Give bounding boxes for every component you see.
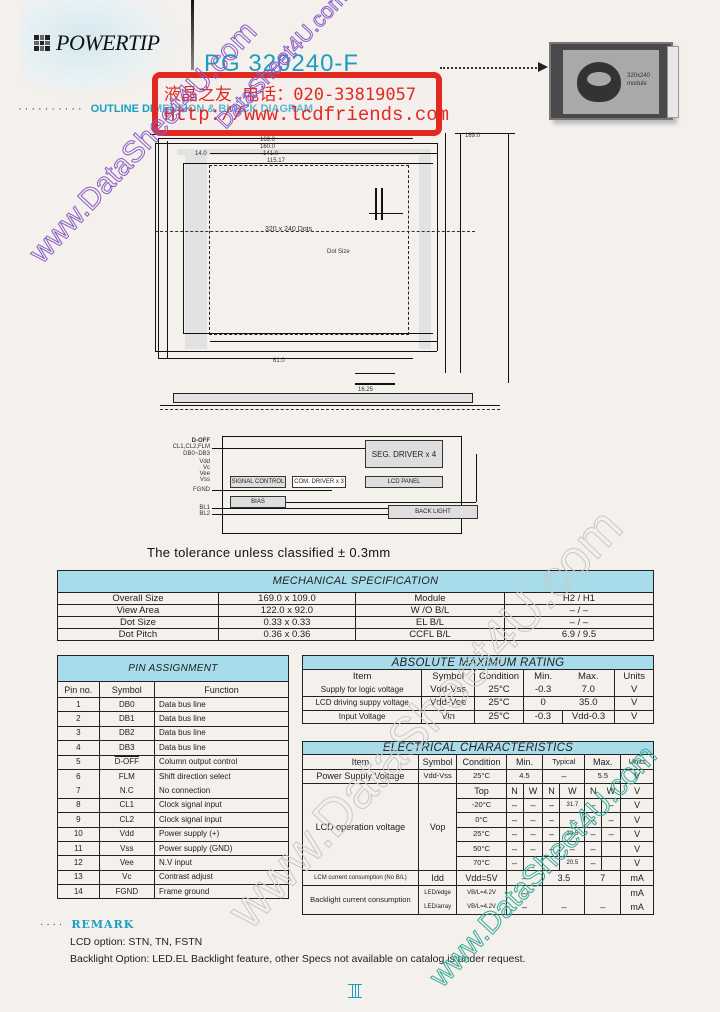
subtitle-text: OUTLINE DIMENSION & BLOCK DIAGRAM (90, 103, 314, 115)
absolute-max-rating-table: ABSOLUTE MAXIMUM RATING Item Symbol Cond… (301, 655, 654, 724)
signal-label: Vee (199, 471, 210, 477)
header-divider (191, 0, 194, 70)
table-title: MECHANICAL SPECIFICATION (57, 570, 654, 593)
remark-title: REMARK (71, 918, 135, 931)
table-row: Input Voltage Vin 25°C -0.3 Vdd-0.3 V (301, 709, 654, 724)
table-row: Supply for logic voltage Vdd-Vss 25°C -0… (301, 683, 654, 697)
lcd-panel-block: LCD PANEL (365, 476, 443, 488)
table-header-row: Item Symbol Condition Min. Typical Max. … (302, 754, 654, 770)
signal-label: DB0~DB3 (183, 451, 210, 457)
signal-control-block: SIGNAL CONTROL (230, 476, 286, 488)
backlight-block: BACK LIGHT (388, 505, 478, 519)
table-row: LED/array VB/L=4.2V – – – mA (303, 899, 654, 915)
dot-size-label: Dot Size (327, 249, 350, 255)
stamp-url-link[interactable]: Http://www.lcdfriends.com (164, 104, 450, 126)
logo-grid-icon (34, 35, 50, 51)
table-row: LCD operation voltage Vop Top N W N W N … (302, 783, 654, 871)
signal-label: Vss (199, 477, 210, 483)
signal-label: D-OFF (191, 438, 210, 444)
tolerance-note: The tolerance unless classified ± 0.3mm (147, 545, 391, 560)
dim-label: 115.17 (267, 158, 285, 164)
signal-label: BL2 (199, 511, 210, 517)
lcd-module-photo: 320x240 module (549, 42, 679, 120)
bias-block: BIAS (230, 496, 286, 508)
table-header-row: Pin no. Symbol Function (57, 681, 289, 698)
table-row: 50°C – – – – – V (303, 841, 654, 857)
signal-label: Vdd (199, 459, 210, 465)
table-title: ELECTRICAL CHARACTERISTICS (302, 741, 654, 755)
dim-label: 141.0 (263, 151, 279, 157)
frog-graphic-icon (577, 62, 621, 102)
dotted-leader (440, 67, 540, 69)
signal-label: FGND (193, 487, 210, 493)
stamp-phone: 液晶之友 电话：020-33819057 (164, 85, 417, 105)
arrow-right-icon (538, 62, 548, 72)
table-row: LCD driving suppy voltage Vdd-Vee 25°C 0… (301, 696, 654, 711)
dim-label: 169.0 (465, 133, 481, 139)
brand-logo: POWERTIP (34, 30, 160, 56)
dim-label: 169.0 (260, 137, 276, 143)
module-boundary (222, 436, 462, 534)
table-row: LCM current consumption (No B/L) Idd Vdd… (302, 870, 654, 886)
table-row: 25°C – – – 24.5 – – V (303, 826, 654, 842)
dotted-leader: ···· (40, 919, 66, 930)
table-title: ABSOLUTE MAXIMUM RATING (302, 655, 654, 670)
dot-count-label: 320 x 240 Dots (265, 226, 313, 233)
lcd-screen: 320x240 module (563, 50, 659, 114)
remark-line: Backlight Option: LED.EL Backlight featu… (70, 953, 526, 965)
table-row: Backlight current consumption LED/edge V… (302, 884, 654, 915)
outline-dimension-drawing: 320 x 240 Dots Dot Size 169.0 160.0 141.… (150, 133, 525, 410)
table-row: Dot Pitch 0.36 x 0.36 CCFL B/L 6.9 / 9.5 (57, 628, 655, 641)
dim-label: 160.0 (260, 144, 276, 150)
table-row: 70°C – 20.5 – V (303, 855, 654, 871)
page-marker-icon (340, 984, 370, 998)
dim-label: 61.0 (273, 358, 285, 364)
table-row: Dot Size 0.33 x 0.33 EL B/L – / – (57, 616, 655, 629)
block-diagram: D-OFF CL1,CL2,FLM DB0~DB3 Vdd Vc Vee Vss… (173, 430, 480, 540)
signal-label: CL1,CL2,FLM (172, 444, 210, 450)
table-row: Power Supply Voltage Vdd-Vss 25°C 4.5 – … (302, 768, 654, 784)
electrical-characteristics-table: ELECTRICAL CHARACTERISTICS Item Symbol C… (302, 741, 654, 915)
signal-label: Vc (202, 465, 210, 471)
photo-caption: 320x240 module (627, 73, 651, 87)
table-row: Overall Size 169.0 x 109.0 Module H2 / H… (57, 592, 655, 605)
lcd-connector-strip (667, 46, 679, 118)
com-driver-block: COM. DRIVER x 3 (292, 476, 346, 488)
remark-line: LCD option: STN, TN, FSTN (70, 936, 203, 948)
contact-stamp (152, 72, 442, 136)
remark-heading: ···· REMARK (40, 918, 134, 931)
mechanical-spec-table: MECHANICAL SPECIFICATION Overall Size 16… (57, 570, 655, 641)
section-subtitle: ·········· OUTLINE DIMENSION & BLOCK DIA… (18, 103, 313, 115)
dotted-leader: ·········· (18, 103, 85, 115)
table-header-row: Item Symbol Condition Min. Max. Units (301, 669, 654, 683)
brand-name: POWERTIP (56, 30, 160, 55)
table-row: View Area 122.0 x 92.0 W /O B/L – / – (57, 604, 655, 617)
pin-assignment-table: PIN ASSIGNMENT Pin no. Symbol Function 1… (57, 655, 289, 900)
dim-label: 16.25 (358, 387, 374, 393)
dim-label: 14.0 (195, 151, 207, 157)
table-title: PIN ASSIGNMENT (57, 655, 289, 682)
seg-driver-block: SEG. DRIVER x 4 (365, 440, 443, 468)
signal-label: BL1 (199, 505, 210, 511)
